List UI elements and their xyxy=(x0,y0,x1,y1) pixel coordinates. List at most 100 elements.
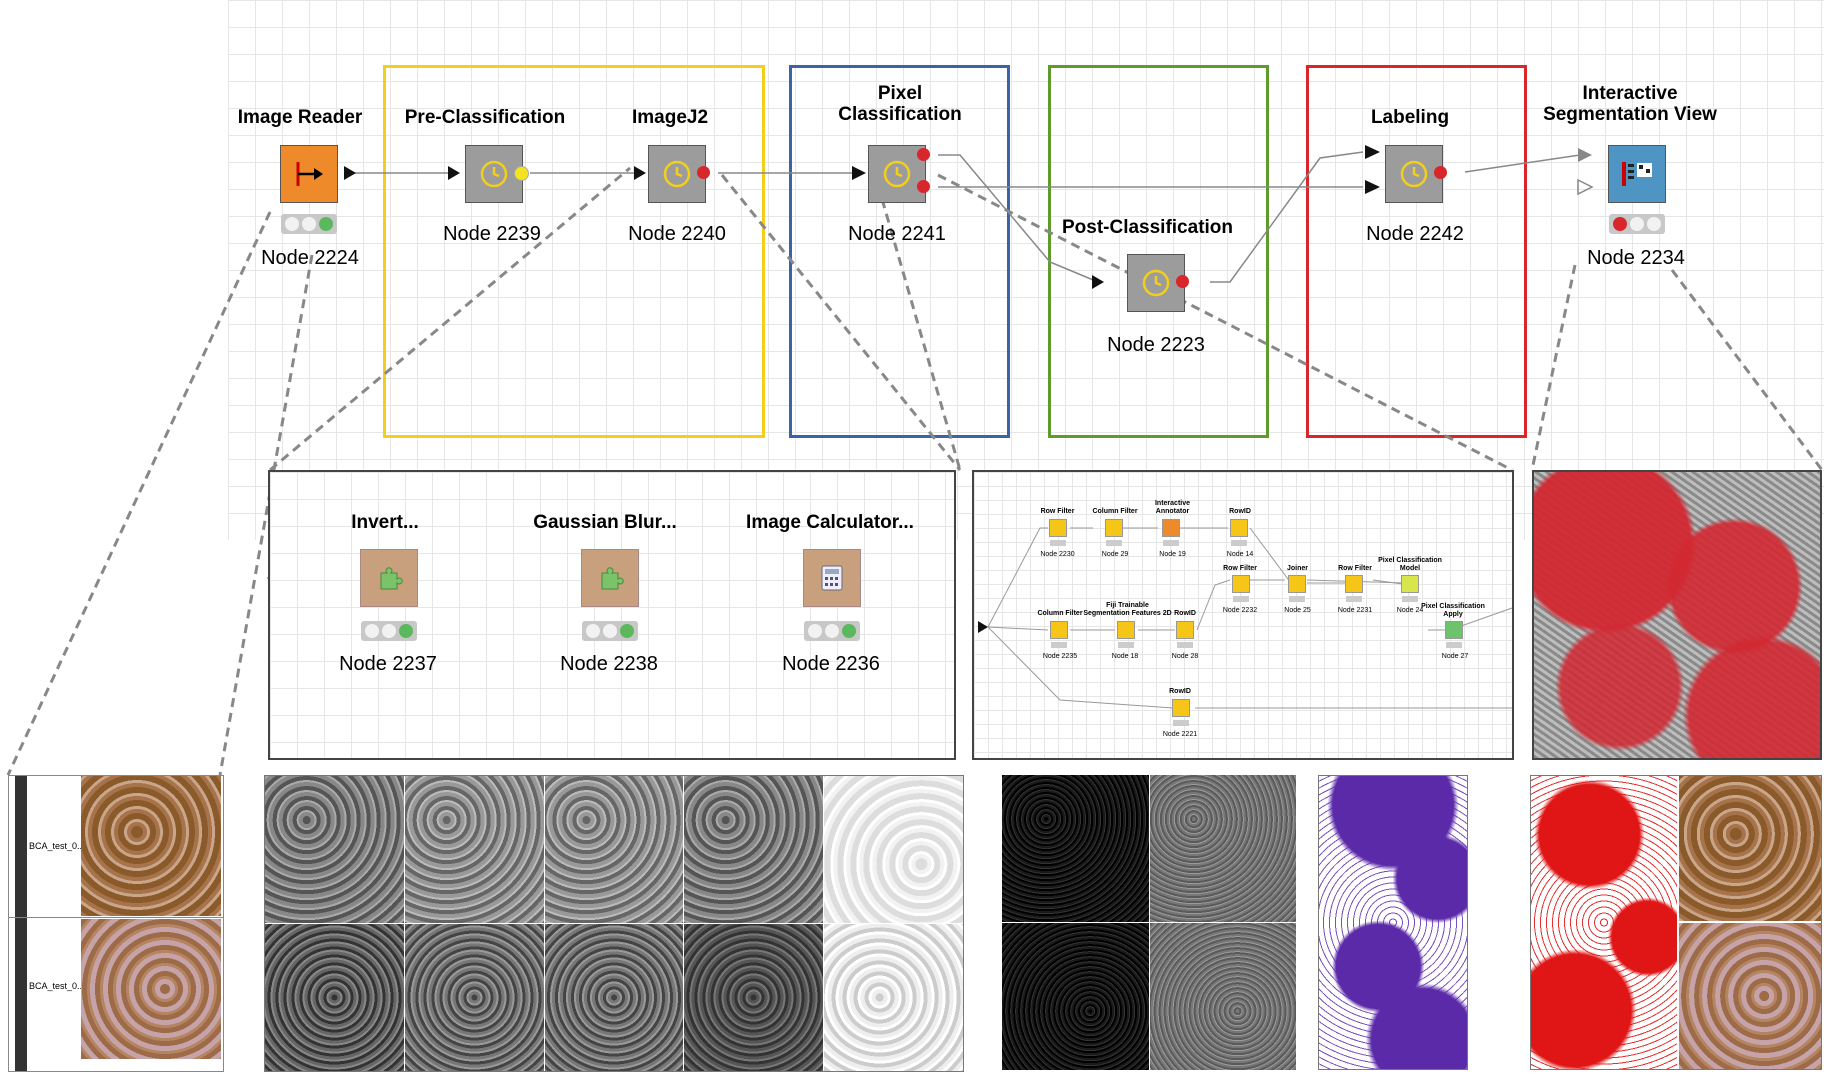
table-cell-name: BCA_test_0... xyxy=(29,981,85,991)
row-filter-2230-label: Row Filter xyxy=(1040,508,1075,515)
pixel-classification-apply-id: Node 27 xyxy=(1441,653,1469,660)
image-calculator-node[interactable] xyxy=(803,549,861,607)
column-filter-29-node[interactable] xyxy=(1105,519,1123,537)
rowid-2221-node[interactable] xyxy=(1172,699,1190,717)
imagej2-title: ImageJ2 xyxy=(631,107,709,128)
column-filter-2235-node[interactable] xyxy=(1050,621,1068,639)
row-filter-2231-label: Row Filter xyxy=(1338,565,1372,572)
labeling-title: Labeling xyxy=(1370,107,1450,128)
interactive-annotator-status xyxy=(1163,540,1179,546)
interactive-annotator-node[interactable] xyxy=(1162,519,1180,537)
pre-classification-node-id: Node 2239 xyxy=(443,223,541,245)
image-reader-status xyxy=(281,214,337,234)
invert-node-id: Node 2237 xyxy=(339,653,437,675)
pixel-classification-apply-label: Pixel Classification Apply xyxy=(1421,603,1485,618)
pixel-classification-model-id: Node 24 xyxy=(1396,607,1424,614)
tissue-thumbnail xyxy=(81,776,221,916)
rowid-14-node[interactable] xyxy=(1230,519,1248,537)
post-classification-title: Post-Classification xyxy=(1061,217,1234,238)
fiji-segmentation-node[interactable] xyxy=(1117,621,1135,639)
rowid-14-status xyxy=(1231,540,1247,546)
row-filter-2232-label: Row Filter xyxy=(1223,565,1257,572)
row-filter-2232-status xyxy=(1233,596,1249,602)
pixel-classification-model-node[interactable] xyxy=(1401,575,1419,593)
image-reader-node-id: Node 2224 xyxy=(261,247,359,269)
pixel-classification-node[interactable] xyxy=(868,145,926,203)
imagej2-node[interactable] xyxy=(648,145,706,203)
row-filter-2231-id: Node 2231 xyxy=(1337,607,1373,614)
pre-classification-node[interactable] xyxy=(465,145,523,203)
pixel-classification-apply-node[interactable] xyxy=(1445,621,1463,639)
image-calculator-status xyxy=(804,621,860,641)
clock-icon xyxy=(1142,269,1170,297)
pixel-classification-frame xyxy=(789,65,1010,438)
column-filter-2235-label: Column Filter xyxy=(1037,610,1083,617)
row-filter-2230-id: Node 2230 xyxy=(1040,551,1075,558)
invert-node[interactable] xyxy=(360,549,418,607)
interactive-annotator-label: Interactive Annotator xyxy=(1154,500,1191,515)
column-filter-29-id: Node 29 xyxy=(1101,551,1129,558)
joiner-status xyxy=(1289,596,1305,602)
pixel-classification-title: Pixel Classification xyxy=(838,83,962,125)
clock-icon xyxy=(883,160,911,188)
row-filter-2232-node[interactable] xyxy=(1232,575,1250,593)
labeling-node-id: Node 2242 xyxy=(1366,223,1464,245)
pixel-classification-model-status xyxy=(1402,596,1418,602)
rowid-14-label: RowID xyxy=(1229,508,1251,515)
image-calculator-node-id: Node 2236 xyxy=(782,653,880,675)
rowid-2221-id: Node 2221 xyxy=(1162,731,1198,738)
joiner-label: Joiner xyxy=(1286,565,1308,572)
red-port-icon xyxy=(1176,275,1189,288)
input-port-icon xyxy=(978,621,988,633)
row-filter-2230-node[interactable] xyxy=(1049,519,1067,537)
fiji-segmentation-id: Node 18 xyxy=(1111,653,1139,660)
clock-icon xyxy=(663,160,691,188)
row-filter-2231-status xyxy=(1346,596,1362,602)
post-classification-result xyxy=(1318,775,1468,1070)
interactive-view-node-id: Node 2234 xyxy=(1587,247,1685,269)
row-filter-2232-id: Node 2232 xyxy=(1222,607,1258,614)
feature-maps-grid xyxy=(1002,775,1296,1070)
table-row-header xyxy=(15,776,27,1071)
pixel-classification-apply-status xyxy=(1446,642,1462,648)
post-classification-node-id: Node 2223 xyxy=(1107,334,1205,356)
calculator-icon xyxy=(821,565,843,591)
fiji-segmentation-label: Fiji Trainable Segmentation Features 2D xyxy=(1083,602,1172,617)
invert-title: Invert... xyxy=(351,512,419,533)
segmentation-view-icon xyxy=(1622,162,1652,186)
row-filter-2231-node[interactable] xyxy=(1345,575,1363,593)
column-filter-2235-status xyxy=(1051,642,1067,648)
interactive-view-node[interactable] xyxy=(1608,145,1666,203)
workflow-canvas xyxy=(228,0,1824,540)
column-filter-2235-id: Node 2235 xyxy=(1042,653,1078,660)
gaussian-blur-status xyxy=(582,621,638,641)
interactive-annotator-id: Node 19 xyxy=(1159,551,1186,558)
joiner-node[interactable] xyxy=(1288,575,1306,593)
image-calculator-title: Image Calculator... xyxy=(746,512,914,533)
rowid-2221-label: RowID xyxy=(1169,688,1191,695)
file-reader-icon xyxy=(296,162,323,186)
pixel-classification-model-label: Pixel Classification Model xyxy=(1378,557,1442,572)
red-port-icon xyxy=(1434,166,1447,179)
post-classification-frame xyxy=(1048,65,1269,438)
red-port-icon xyxy=(917,180,930,193)
gaussian-blur-node[interactable] xyxy=(581,549,639,607)
fiji-segmentation-status xyxy=(1118,642,1134,648)
gaussian-blur-title: Gaussian Blur... xyxy=(533,512,677,533)
image-reader-node[interactable] xyxy=(280,145,338,203)
interactive-view-status xyxy=(1609,214,1665,234)
labeling-node[interactable] xyxy=(1385,145,1443,203)
segmentation-overlay-image xyxy=(1532,470,1822,760)
rowid-28-node[interactable] xyxy=(1176,621,1194,639)
puzzle-icon xyxy=(601,567,624,590)
column-filter-29-label: Column Filter xyxy=(1092,508,1138,515)
preprocessed-images-grid xyxy=(264,775,964,1072)
tissue-thumbnail xyxy=(81,919,221,1059)
red-port-icon xyxy=(917,148,930,161)
labeling-frame xyxy=(1306,65,1527,438)
labeling-result xyxy=(1530,775,1822,1070)
table-cell-name: BCA_test_0... xyxy=(29,841,85,851)
gaussian-blur-node-id: Node 2238 xyxy=(560,653,658,675)
image-reader-title: Image Reader xyxy=(237,107,363,128)
pre-classification-title: Pre-Classification xyxy=(404,107,566,128)
